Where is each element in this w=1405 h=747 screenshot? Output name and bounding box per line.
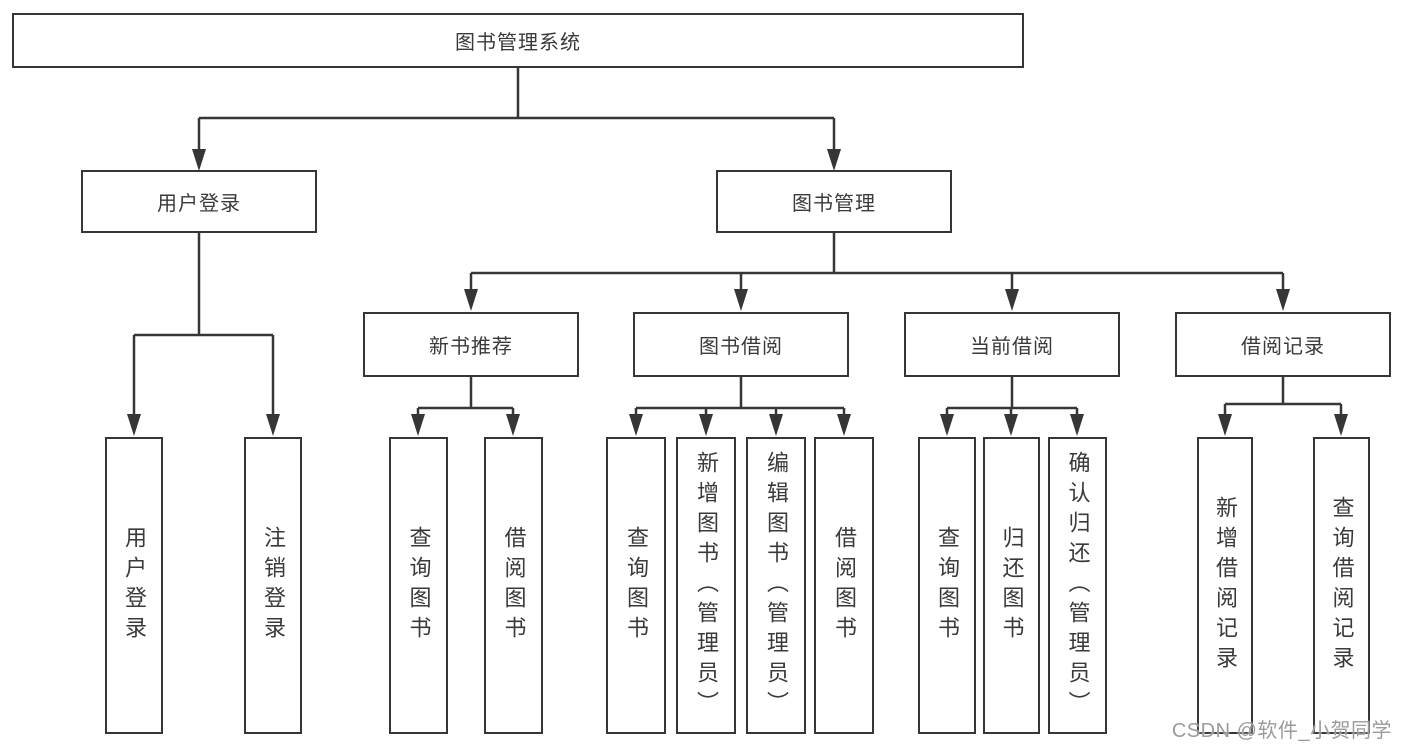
node-label: 查询图书 [624,525,649,646]
node-label: 借阅图书 [501,525,527,646]
node-label: 归还图书 [999,525,1025,646]
arrowhead-icon [940,414,954,436]
arrowhead-icon [769,414,783,436]
node-label: 查询图书 [406,525,432,646]
connector-book-mgmt-to-level3 [464,233,1290,311]
node-leaf-query-books-2: 查询图书 [606,437,666,734]
arrowhead-icon [629,414,643,436]
node-label: 图书管理 [792,193,876,215]
connector-user-login-children [127,233,280,436]
node-leaf-user-login: 用户登录 [105,437,163,734]
arrowhead-icon [837,414,851,436]
arrowhead-icon [1334,414,1348,436]
node-leaf-query-books-1: 查询图书 [389,437,448,734]
node-leaf-borrow-books-1: 借阅图书 [484,437,543,734]
node-label: 当前借阅 [970,336,1054,358]
node-current-borrow: 当前借阅 [904,312,1120,377]
node-leaf-edit-books-admin: 编辑图书（管理员） [746,437,806,734]
node-label: 查询图书 [935,525,960,646]
node-leaf-borrow-books-2: 借阅图书 [814,437,874,734]
arrowhead-icon [1276,289,1290,311]
node-label: 图书管理系统 [455,32,581,54]
node-root-system: 图书管理系统 [12,13,1024,68]
arrowhead-icon [734,289,748,311]
connector-current-borrow-children [940,377,1084,436]
csdn-watermark: CSDN @软件_小贺同学 [1171,720,1392,742]
arrowhead-icon [699,414,713,436]
arrowhead-icon [266,414,280,436]
node-leaf-return-books: 归还图书 [983,437,1040,734]
node-label: 确认归还（管理员） [1065,450,1091,721]
node-user-login: 用户登录 [81,170,317,233]
connector-new-books-children [411,377,520,436]
arrowhead-icon [506,414,520,436]
node-label: 借阅图书 [832,525,857,646]
arrowhead-icon [411,414,425,436]
connector-borrow-records-children [1218,377,1348,436]
node-label: 注销登录 [261,525,286,646]
node-leaf-add-borrow-record: 新增借阅记录 [1197,437,1253,734]
node-borrow-records: 借阅记录 [1175,312,1391,377]
node-label: 用户登录 [122,525,147,646]
arrowhead-icon [1004,414,1018,436]
node-leaf-query-borrow-record: 查询借阅记录 [1313,437,1370,734]
node-label: 查询借阅记录 [1329,495,1355,676]
arrowhead-icon [1070,414,1084,436]
arrowhead-icon [1005,289,1019,311]
node-label: 新书推荐 [429,336,513,358]
node-leaf-logout: 注销登录 [244,437,302,734]
node-label: 新增图书（管理员） [694,450,719,721]
connector-book-borrow-children [629,377,851,436]
node-label: 用户登录 [157,193,241,215]
arrowhead-icon [827,149,841,171]
node-label: 图书借阅 [699,336,783,358]
node-book-borrow: 图书借阅 [633,312,849,377]
node-label: 新增借阅记录 [1213,495,1238,676]
node-leaf-confirm-return-admin: 确认归还（管理员） [1048,437,1107,734]
node-book-management: 图书管理 [716,170,952,233]
node-label: 借阅记录 [1241,336,1325,358]
node-new-book-recommend: 新书推荐 [363,312,579,377]
arrowhead-icon [127,414,141,436]
node-leaf-add-books-admin: 新增图书（管理员） [676,437,736,734]
arrowhead-icon [1218,414,1232,436]
node-label: 编辑图书（管理员） [764,450,789,721]
arrowhead-icon [464,289,478,311]
connector-root-to-level2 [192,68,841,171]
node-leaf-query-books-3: 查询图书 [918,437,976,734]
arrowhead-icon [192,149,206,171]
